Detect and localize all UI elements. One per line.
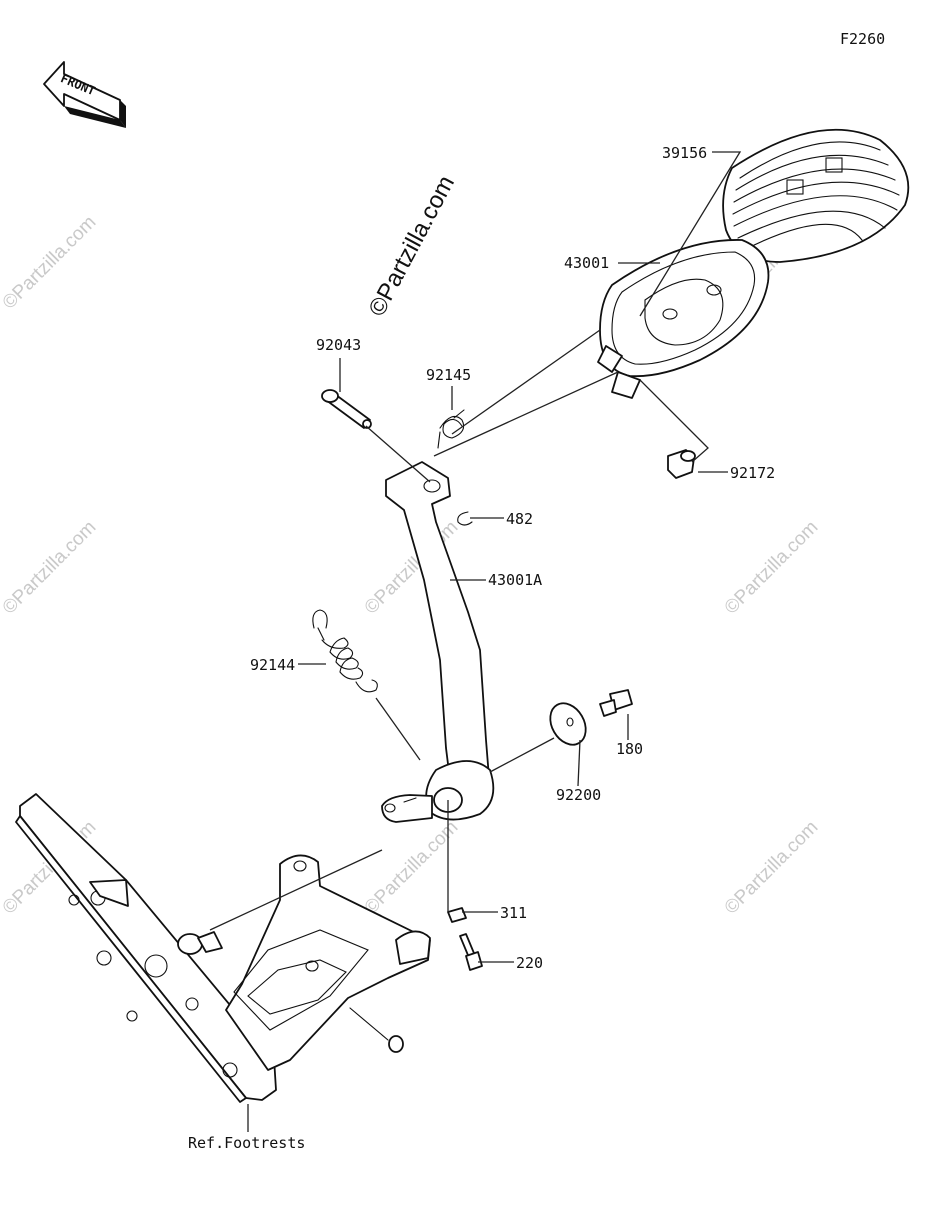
washer-92200 <box>549 702 587 746</box>
part-label-43001: 43001 <box>564 254 609 272</box>
part-label-92172: 92172 <box>730 464 775 482</box>
part-label-482: 482 <box>506 510 533 528</box>
nut-311 <box>447 907 467 923</box>
figure-code: F2260 <box>840 30 885 48</box>
part-label-180: 180 <box>616 740 643 758</box>
footrest-bracket <box>15 793 431 1103</box>
part-labels: 39156 43001 92043 92145 92172 482 43001A… <box>188 144 775 1152</box>
watermark: ©Partzilla.com <box>0 212 100 314</box>
bolt-180 <box>599 689 633 717</box>
part-label-311: 311 <box>500 904 527 922</box>
bolt-92172 <box>667 449 696 479</box>
clip-482 <box>457 511 473 526</box>
pin-92043 <box>321 389 372 429</box>
part-label-39156: 39156 <box>662 144 707 162</box>
bolt-220 <box>459 933 483 971</box>
watermark: ©Partzilla.com <box>721 817 823 919</box>
part-label-92145: 92145 <box>426 366 471 384</box>
part-label-220: 220 <box>516 954 543 972</box>
pedal-pad <box>597 239 770 399</box>
front-arrow-icon: FRONT <box>43 61 126 128</box>
part-label-92144: 92144 <box>250 656 295 674</box>
part-label-92043: 92043 <box>316 336 361 354</box>
part-label-92200: 92200 <box>556 786 601 804</box>
brake-lever <box>381 461 495 823</box>
spring-92145 <box>437 409 465 449</box>
watermark: ©Partzilla.com <box>361 817 463 919</box>
pedal-rubber <box>722 128 910 263</box>
spring-92144 <box>312 609 378 693</box>
part-label-43001A: 43001A <box>488 571 542 589</box>
watermark-main: ©Partzilla.com <box>363 171 460 321</box>
watermark: ©Partzilla.com <box>721 517 823 619</box>
watermark: ©Partzilla.com <box>0 517 100 619</box>
ref-footrests-label: Ref.Footrests <box>188 1134 305 1152</box>
leader-lines <box>209 151 742 1132</box>
